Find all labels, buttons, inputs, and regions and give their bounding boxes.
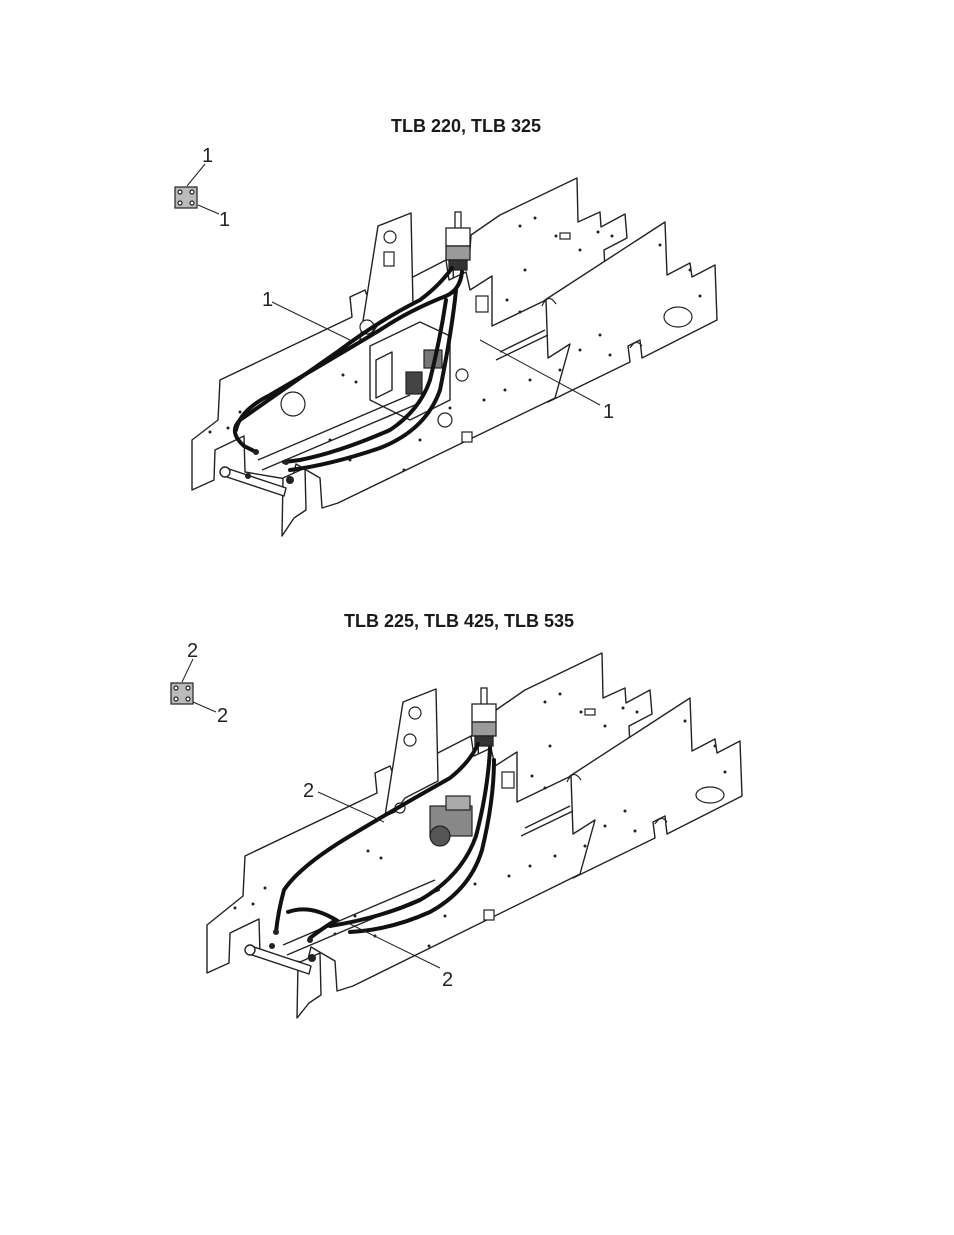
callout-2d: 2	[442, 969, 453, 991]
callout-1c: 1	[262, 289, 273, 311]
callout-2c: 2	[303, 780, 314, 802]
callout-1b: 1	[219, 209, 230, 231]
replacement-part-icon-2	[171, 683, 193, 704]
replacement-part-icon-1	[175, 187, 197, 208]
callout-2a: 2	[187, 640, 198, 662]
callout-1d: 1	[603, 401, 614, 423]
frame-front-plate	[282, 468, 306, 536]
steering-valve-bottom	[472, 688, 496, 746]
steering-valve-top	[446, 212, 470, 270]
callout-1a: 1	[202, 145, 213, 167]
callout-2b: 2	[217, 705, 228, 727]
